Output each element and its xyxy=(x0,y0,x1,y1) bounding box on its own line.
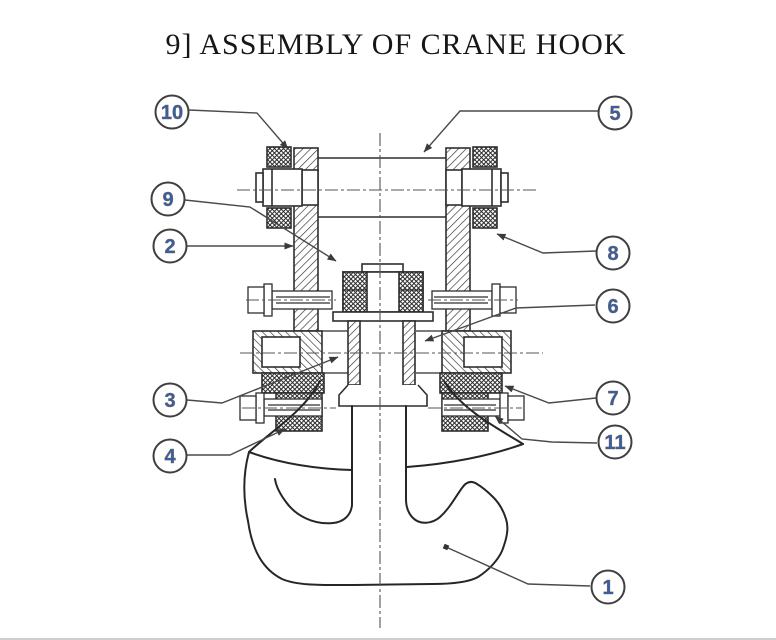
balloon-4: 4 xyxy=(152,438,188,474)
leader-6 xyxy=(424,304,596,342)
balloon-11-number: 11 xyxy=(604,432,625,454)
hook-saddle-left xyxy=(248,451,353,471)
hook-inner-left-rim xyxy=(274,478,353,525)
hook-outline xyxy=(243,451,509,587)
balloon-10: 10 xyxy=(154,94,190,130)
balloon-6: 6 xyxy=(595,288,631,324)
hook-swoosh-left xyxy=(248,380,321,453)
balloon-9-number: 9 xyxy=(162,189,173,211)
balloon-1-number: 1 xyxy=(602,577,613,599)
trunnion-block-right xyxy=(441,330,512,374)
balloon-5-number: 5 xyxy=(609,103,620,125)
crosshead-flange xyxy=(332,311,434,322)
balloon-10-number: 10 xyxy=(161,102,183,124)
hook-tip xyxy=(405,480,478,524)
balloon-8: 8 xyxy=(595,235,631,271)
balloon-7-number: 7 xyxy=(607,388,618,410)
leader-4 xyxy=(187,428,286,456)
balloon-1: 1 xyxy=(590,569,626,605)
crosshead-edges xyxy=(318,330,446,374)
trunnion-block-left xyxy=(252,330,323,374)
leader-8 xyxy=(496,233,597,254)
shank-sleeve xyxy=(338,320,428,407)
leader-3 xyxy=(186,356,339,404)
hook-saddle-right xyxy=(406,443,524,468)
balloon-2-number: 2 xyxy=(164,236,175,258)
part-balloons: 10 5 9 2 8 6 3 xyxy=(150,94,633,605)
balloon-5: 5 xyxy=(597,95,633,131)
balloon-8-number: 8 xyxy=(607,243,618,265)
pulley-pin xyxy=(318,157,446,218)
pin-window-right xyxy=(445,169,463,206)
balloon-4-number: 4 xyxy=(164,446,176,468)
leader-9 xyxy=(184,199,337,262)
leader-10 xyxy=(188,109,289,150)
figure-title: 9] ASSEMBLY OF CRANE HOOK xyxy=(165,28,627,61)
hook-swoosh-right xyxy=(443,380,524,445)
leader-11 xyxy=(494,415,598,444)
leader-7 xyxy=(504,385,597,404)
sleeve-flare xyxy=(338,384,428,407)
balloon-2: 2 xyxy=(152,228,188,264)
balloon-11: 11 xyxy=(597,424,633,460)
leader-1 xyxy=(442,543,591,587)
pin-end-right xyxy=(461,146,509,229)
pin-end-left xyxy=(255,146,303,229)
balloon-7: 7 xyxy=(595,380,631,416)
centerlines xyxy=(237,133,543,628)
balloon-3-number: 3 xyxy=(164,390,175,412)
balloon-9: 9 xyxy=(150,181,186,217)
balloon-6-number: 6 xyxy=(607,296,618,318)
hook-body xyxy=(243,380,524,587)
leader-5 xyxy=(423,110,598,153)
balloon-3: 3 xyxy=(152,382,188,418)
leader-lines xyxy=(184,109,598,587)
hook-shank xyxy=(351,405,407,506)
hook-nut xyxy=(342,263,424,313)
pin-window-left xyxy=(301,169,319,206)
